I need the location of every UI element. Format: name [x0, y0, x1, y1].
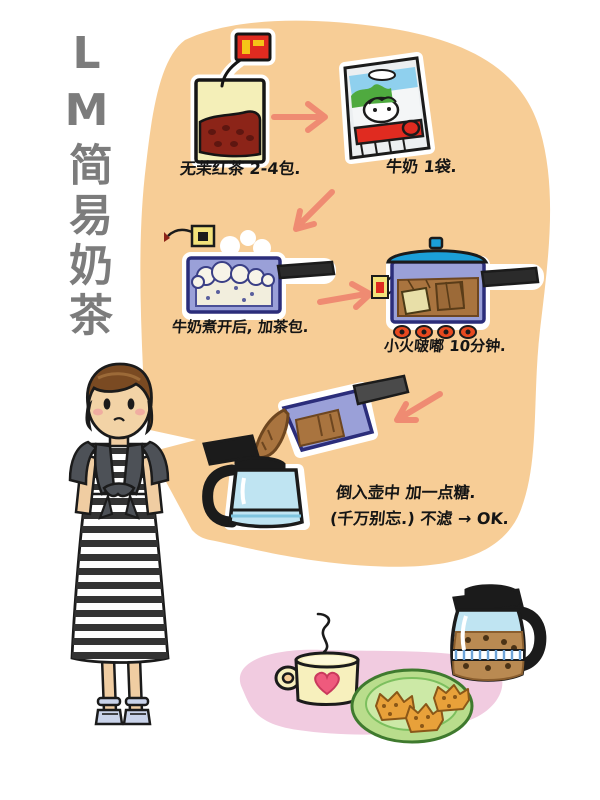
arrow-4-icon — [394, 391, 443, 423]
cookie-plate — [350, 668, 474, 744]
girl-character — [68, 362, 170, 726]
step-1-label: 无茉红茶 2-4包. — [179, 159, 302, 178]
mug — [274, 612, 360, 706]
boiling-pot-icon — [164, 224, 336, 320]
arrow-2-icon — [293, 189, 335, 232]
pour-into-carafe-icon — [202, 374, 410, 530]
arrow-1-icon — [271, 101, 328, 133]
step-5-label: 倒入壶中 加一点糖. — [335, 483, 477, 502]
finished-carafe — [450, 584, 547, 682]
step-4-label: 小火啵嘟 10分钟. — [383, 337, 507, 355]
step-3-label: 牛奶煮开后, 加茶包. — [171, 318, 310, 336]
step-2-label: 牛奶 1袋. — [385, 157, 458, 176]
teabag-icon — [190, 28, 276, 168]
arrow-3-icon — [317, 281, 373, 310]
page-title: LM简易奶茶 — [61, 28, 112, 342]
simmer-pot-icon — [371, 236, 544, 339]
milk-pouch-icon — [339, 52, 435, 164]
step-5-label-line2: (千万别忘.) 不滤 → OK. — [329, 509, 510, 528]
